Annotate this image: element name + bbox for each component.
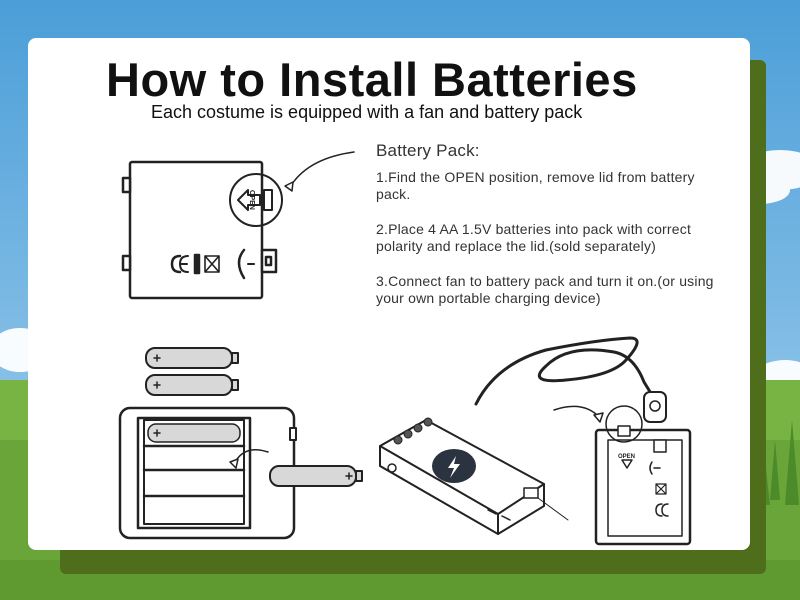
aa-battery-insert-icon [269, 465, 363, 487]
battery-pack-instructions: Battery Pack: 1.Find the OPEN position, … [376, 142, 716, 325]
lid-open-label: OPEN [248, 190, 255, 210]
battery-pack-lid-icon [121, 160, 283, 300]
battery-pack-closed-icon [594, 425, 692, 546]
instruction-card: How to Install Batteries Each costume is… [28, 38, 750, 550]
arrow-to-port-icon [553, 405, 601, 419]
page-title: How to Install Batteries [106, 53, 638, 106]
instruction-step: 3.Connect fan to battery pack and turn i… [376, 273, 714, 306]
power-bank-icon [379, 417, 569, 535]
arrow-to-lid-icon [291, 151, 355, 185]
instruction-step: 2.Place 4 AA 1.5V batteries into pack wi… [376, 221, 692, 254]
instruction-step: 1.Find the OPEN position, remove lid fro… [376, 169, 695, 202]
fan-cable-icon [474, 336, 662, 410]
battery-holder-icon [118, 406, 297, 540]
instructions-heading: Battery Pack: [376, 141, 480, 160]
page-subtitle: Each costume is equipped with a fan and … [151, 102, 583, 122]
closed-pack-open-label: OPEN [618, 454, 635, 460]
battery-illustrations: OPEN OPEN [118, 151, 692, 546]
aa-battery-icon [145, 347, 239, 396]
